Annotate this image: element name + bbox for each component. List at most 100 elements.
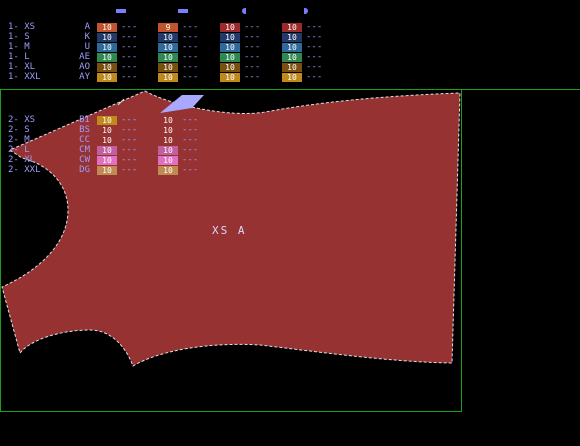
group2-quantity-cell[interactable]: 10 <box>97 136 117 145</box>
group1-dash-placeholder: --- <box>121 72 138 82</box>
group1-dash-placeholder: --- <box>182 62 199 72</box>
group1-dash-placeholder: --- <box>182 42 199 52</box>
group1-dash-placeholder: --- <box>244 72 261 82</box>
group2-dash-placeholder: --- <box>121 165 138 175</box>
group2-code-label: BI <box>79 115 90 125</box>
group2-quantity-cell[interactable]: 10 <box>97 166 117 175</box>
group2-dash-placeholder: --- <box>182 125 199 135</box>
group2-quantity-cell[interactable]: 10 <box>97 116 117 125</box>
group1-dash-placeholder: --- <box>306 62 323 72</box>
group1-dash-placeholder: --- <box>244 62 261 72</box>
group2-quantity-cell[interactable]: 10 <box>97 156 117 165</box>
group1-quantity-cell[interactable]: 10 <box>158 73 178 82</box>
group2-code-label: DG <box>79 165 90 175</box>
group1-dash-placeholder: --- <box>244 22 261 32</box>
group1-dash-placeholder: --- <box>244 32 261 42</box>
group1-quantity-cell[interactable]: 10 <box>97 53 117 62</box>
group1-dash-placeholder: --- <box>306 22 323 32</box>
group1-dash-placeholder: --- <box>182 52 199 62</box>
column-marker-3 <box>242 8 246 14</box>
group2-quantity-cell[interactable]: 10 <box>158 126 178 135</box>
group1-size-label: 1- XS <box>8 22 36 32</box>
group1-quantity-cell[interactable]: 10 <box>220 73 240 82</box>
group1-dash-placeholder: --- <box>306 52 323 62</box>
group1-dash-placeholder: --- <box>244 42 261 52</box>
group1-dash-placeholder: --- <box>182 22 199 32</box>
group2-size-label: 2- L <box>8 145 30 155</box>
group1-quantity-cell[interactable]: 9 <box>158 23 178 32</box>
group2-dash-placeholder: --- <box>121 135 138 145</box>
group2-dash-placeholder: --- <box>182 145 199 155</box>
group2-dash-placeholder: --- <box>121 125 138 135</box>
group1-quantity-cell[interactable]: 10 <box>97 33 117 42</box>
group1-quantity-cell[interactable]: 10 <box>220 33 240 42</box>
group1-dash-placeholder: --- <box>182 32 199 42</box>
highlight-notch <box>160 95 204 113</box>
group1-code-label: AY <box>79 72 90 82</box>
group1-code-label: AE <box>79 52 90 62</box>
group2-quantity-cell[interactable]: 10 <box>158 116 178 125</box>
group1-dash-placeholder: --- <box>121 62 138 72</box>
group1-dash-placeholder: --- <box>306 32 323 42</box>
group1-size-label: 1- XXL <box>8 72 41 82</box>
piece-label: XS A <box>212 224 247 237</box>
group1-dash-placeholder: --- <box>306 72 323 82</box>
group2-size-label: 2- M <box>8 135 30 145</box>
group2-quantity-cell[interactable]: 10 <box>97 126 117 135</box>
group2-dash-placeholder: --- <box>182 135 199 145</box>
group2-quantity-cell[interactable]: 10 <box>158 166 178 175</box>
group2-dash-placeholder: --- <box>121 115 138 125</box>
group1-quantity-cell[interactable]: 10 <box>282 53 302 62</box>
group2-size-label: 2- XXL <box>8 165 41 175</box>
group2-quantity-cell[interactable]: 10 <box>97 146 117 155</box>
group1-quantity-cell[interactable]: 10 <box>220 43 240 52</box>
group1-quantity-cell[interactable]: 10 <box>158 43 178 52</box>
group1-quantity-cell[interactable]: 10 <box>282 43 302 52</box>
column-marker-1 <box>116 9 126 13</box>
column-marker-4 <box>304 8 308 14</box>
group1-quantity-cell[interactable]: 10 <box>158 33 178 42</box>
group1-code-label: A <box>84 22 90 32</box>
group1-quantity-cell[interactable]: 10 <box>97 73 117 82</box>
group2-size-label: 2- XS <box>8 115 36 125</box>
group1-dash-placeholder: --- <box>121 52 138 62</box>
group1-size-label: 1- XL <box>8 62 36 72</box>
group2-dash-placeholder: --- <box>121 145 138 155</box>
group1-quantity-cell[interactable]: 10 <box>220 63 240 72</box>
group1-code-label: K <box>84 32 90 42</box>
group1-quantity-cell[interactable]: 10 <box>220 23 240 32</box>
group1-dash-placeholder: --- <box>182 72 199 82</box>
group2-quantity-cell[interactable]: 10 <box>158 136 178 145</box>
group1-size-label: 1- S <box>8 32 30 42</box>
group1-quantity-cell[interactable]: 10 <box>282 23 302 32</box>
group1-dash-placeholder: --- <box>121 32 138 42</box>
group1-dash-placeholder: --- <box>306 42 323 52</box>
grain-mark <box>117 98 125 106</box>
group1-quantity-cell[interactable]: 10 <box>158 53 178 62</box>
group1-quantity-cell[interactable]: 10 <box>158 63 178 72</box>
group2-code-label: CC <box>79 135 90 145</box>
group2-size-label: 2- S <box>8 125 30 135</box>
group1-size-label: 1- L <box>8 52 30 62</box>
group1-quantity-cell[interactable]: 10 <box>97 63 117 72</box>
group1-dash-placeholder: --- <box>121 22 138 32</box>
group2-size-label: 2- XL <box>8 155 36 165</box>
group1-dash-placeholder: --- <box>244 52 261 62</box>
group1-quantity-cell[interactable]: 10 <box>220 53 240 62</box>
group2-code-label: BS <box>79 125 90 135</box>
group2-quantity-cell[interactable]: 10 <box>158 156 178 165</box>
group1-quantity-cell[interactable]: 10 <box>97 43 117 52</box>
group1-quantity-cell[interactable]: 10 <box>282 33 302 42</box>
group2-quantity-cell[interactable]: 10 <box>158 146 178 155</box>
group2-dash-placeholder: --- <box>182 155 199 165</box>
group1-quantity-cell[interactable]: 10 <box>97 23 117 32</box>
group2-code-label: CM <box>79 145 90 155</box>
group1-quantity-cell[interactable]: 10 <box>282 63 302 72</box>
group1-quantity-cell[interactable]: 10 <box>282 73 302 82</box>
group2-dash-placeholder: --- <box>182 165 199 175</box>
group2-dash-placeholder: --- <box>182 115 199 125</box>
group1-dash-placeholder: --- <box>121 42 138 52</box>
column-marker-2 <box>178 9 188 13</box>
group1-code-label: AO <box>79 62 90 72</box>
group1-code-label: U <box>84 42 90 52</box>
